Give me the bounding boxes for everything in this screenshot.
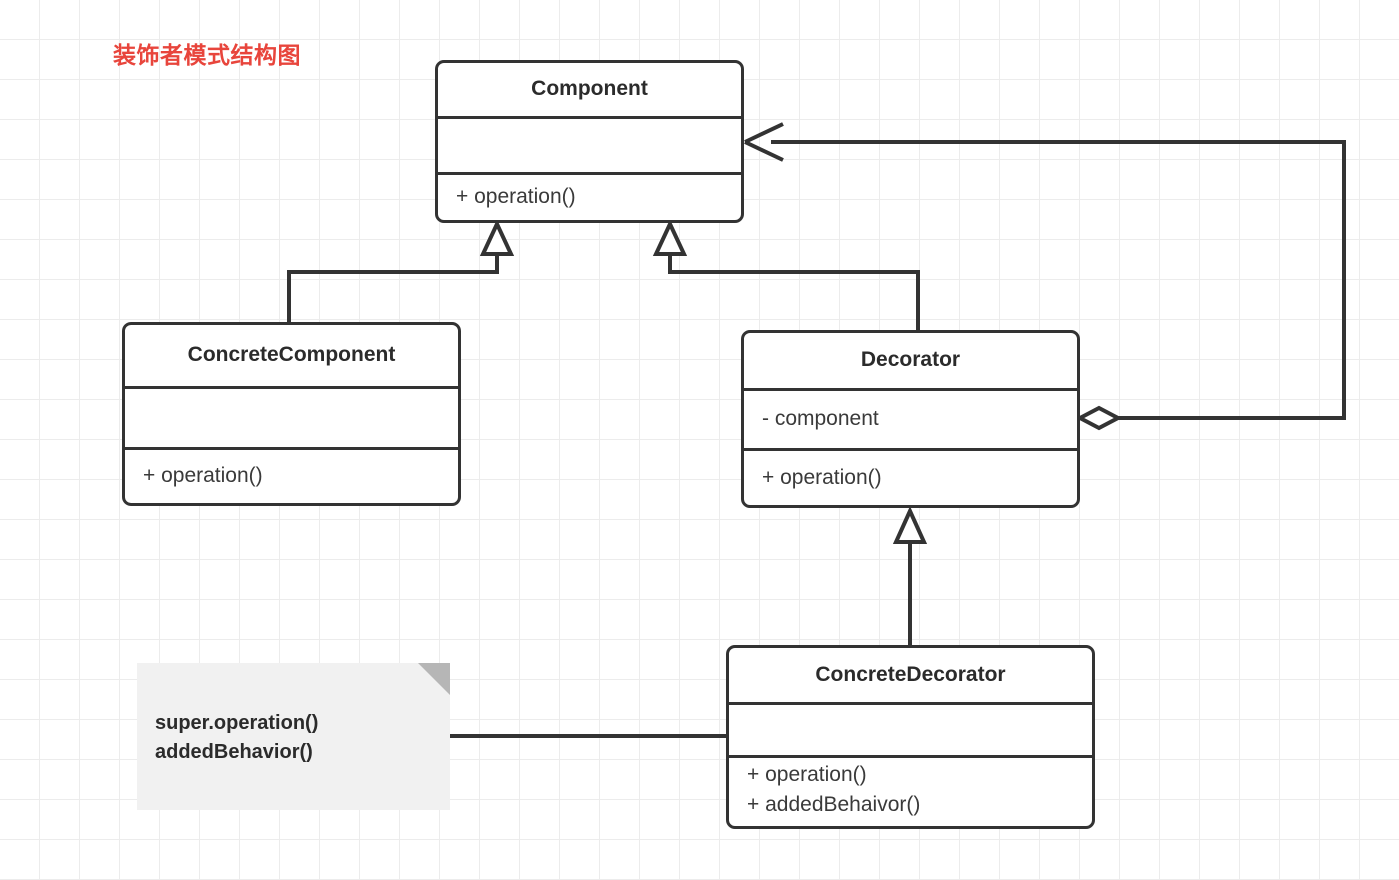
class-box-concretedecorator[interactable]: ConcreteDecorator + operation() + addedB… bbox=[726, 645, 1095, 829]
note-box[interactable]: super.operation() addedBehavior() bbox=[137, 663, 450, 810]
class-attributes-decorator: - component bbox=[744, 387, 1077, 448]
class-attributes-concretedecorator bbox=[729, 702, 1092, 755]
member-operation: + operation() bbox=[762, 465, 882, 489]
member-operation: + operation() bbox=[747, 762, 867, 786]
member-operation: + operation() bbox=[143, 464, 263, 488]
class-operations-decorator: + operation() bbox=[744, 447, 1077, 505]
member-operation: + operation() bbox=[456, 185, 576, 209]
note-line-1: super.operation() bbox=[155, 712, 319, 734]
member-addedbehaivor: + addedBehaivor() bbox=[747, 793, 921, 816]
class-name-decorator: Decorator bbox=[860, 348, 961, 372]
class-name-component: Component bbox=[531, 77, 648, 101]
class-operations-component: + operation() bbox=[438, 171, 741, 220]
class-attributes-component bbox=[438, 115, 741, 172]
class-box-decorator[interactable]: Decorator - component + operation() bbox=[741, 330, 1080, 508]
class-name-concretedecorator: ConcreteDecorator bbox=[815, 663, 1006, 687]
edge-concretedecorator-to-decorator bbox=[892, 506, 928, 645]
edge-concretecomponent-to-component bbox=[287, 219, 515, 322]
class-name-concretecomponent: ConcreteComponent bbox=[187, 343, 396, 367]
class-attributes-concretecomponent bbox=[125, 385, 458, 447]
edge-decorator-to-component bbox=[652, 219, 920, 330]
page-title: 装饰者模式结构图 bbox=[113, 42, 301, 68]
class-operations-concretecomponent: + operation() bbox=[125, 446, 458, 503]
class-box-concretecomponent[interactable]: ConcreteComponent + operation() bbox=[122, 322, 461, 506]
class-operations-concretedecorator: + operation() + addedBehaivor() bbox=[729, 755, 1092, 826]
note-line-2: addedBehavior() bbox=[155, 741, 313, 763]
member-component: - component bbox=[762, 407, 879, 431]
note-fold-corner-icon bbox=[418, 663, 450, 695]
class-box-component[interactable]: Component + operation() bbox=[435, 60, 744, 223]
